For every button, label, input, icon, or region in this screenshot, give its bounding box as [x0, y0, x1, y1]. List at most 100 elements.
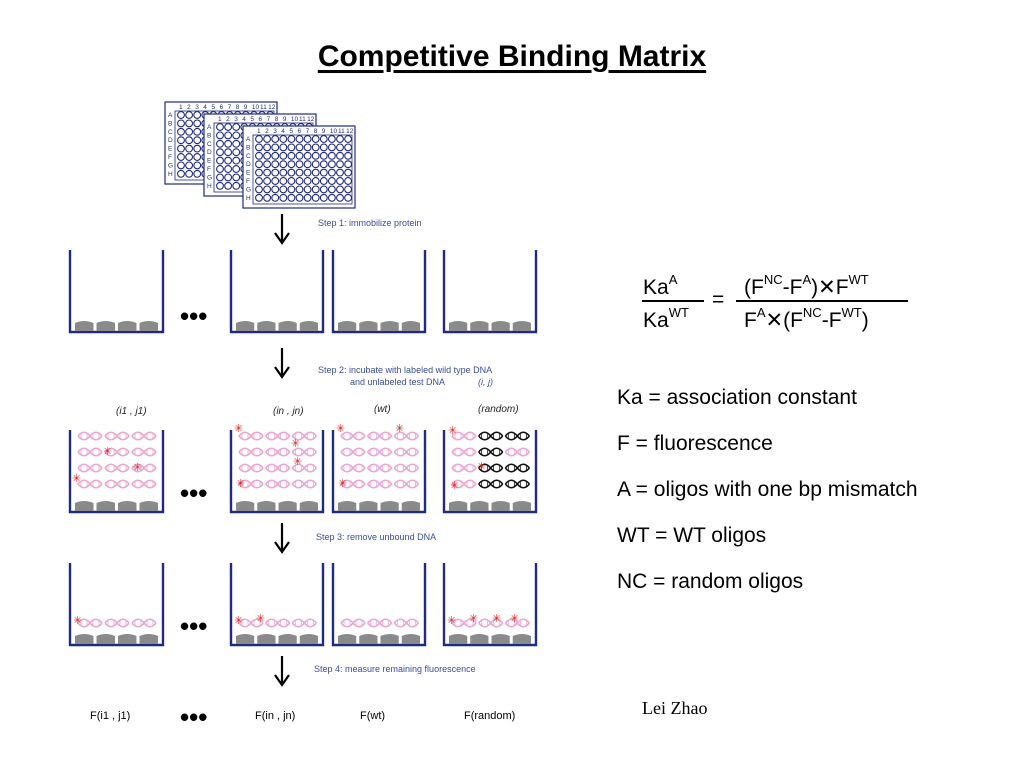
dna-helix: [477, 447, 504, 457]
plate-row-label: H: [207, 183, 212, 190]
fluorescent-label-star: ✳: [293, 455, 302, 468]
plate-well: [193, 127, 202, 136]
plate-well: [344, 177, 353, 185]
plate-well: [263, 193, 272, 202]
well-row2-col3: ✳✳✳: [331, 422, 427, 514]
fluorescent-label-star: ✳: [492, 612, 501, 625]
plate-well: [224, 173, 233, 182]
plate-well: [185, 127, 194, 136]
definition-nc: NC = random oligos: [617, 570, 804, 593]
ka-ratio-formula: KaA KaWT = (FNC-FA)✕FWT FA✕(FNC-FWT): [638, 268, 938, 348]
plate-well: [327, 160, 336, 169]
ellipsis-row-3: •••: [180, 611, 207, 641]
plate-column-label: 9: [283, 116, 287, 123]
plate-well: [344, 193, 353, 202]
plate-column-label: 4: [203, 104, 207, 111]
ellipsis-row-4: •••: [180, 702, 207, 732]
plate-column-label: 9: [322, 128, 326, 135]
plate-well: [319, 151, 328, 160]
plate-well: [319, 143, 328, 152]
plate-well: [319, 135, 328, 143]
plate-well: [327, 151, 336, 160]
plate-well: [177, 127, 185, 136]
dna-helix: [504, 479, 531, 489]
dna-helix: [366, 479, 393, 489]
protein-block: [278, 321, 297, 331]
plate-well: [193, 161, 202, 170]
protein-block: [338, 634, 357, 644]
dna-helix: [77, 479, 103, 489]
step-4-label: Step 4: measure remaining fluorescence: [314, 664, 476, 674]
dna-helix: [131, 447, 157, 457]
step-2-label-ij: (i, j): [478, 377, 493, 387]
plate-well: [271, 168, 280, 177]
well-row2-col2: ✳✳✳✳: [229, 422, 325, 514]
plate-well: [185, 119, 194, 128]
dna-helix: [340, 463, 366, 473]
plate-well: [311, 160, 320, 169]
plate-well: [336, 168, 344, 177]
dna-helix: [77, 447, 103, 457]
fluorescent-label-star: ✳: [72, 472, 81, 485]
protein-block: [118, 501, 137, 511]
plate-row-label: G: [168, 162, 173, 169]
fluorescent-label-star: ✳: [338, 477, 347, 490]
plate-well: [336, 151, 344, 160]
plate-well: [255, 151, 263, 160]
plate-column-label: 12: [307, 116, 315, 123]
plate-row-label: F: [168, 154, 172, 161]
fluorescence-label-wt: F(wt): [360, 710, 385, 722]
dna-helix: [238, 447, 264, 457]
plate-well: [232, 131, 241, 140]
plate-row-label: A: [207, 124, 212, 131]
plate-well: [224, 139, 233, 148]
protein-block: [96, 501, 115, 511]
plate-well: [224, 148, 233, 157]
well-row1-col1: [68, 250, 165, 334]
plate-column-label: 7: [228, 104, 232, 111]
plate-column-label: 8: [275, 116, 279, 123]
plate-well: [295, 151, 304, 160]
dna-helix: [340, 447, 366, 457]
plate-row-label: B: [168, 120, 172, 127]
plate-well: [232, 156, 241, 165]
column-label-i1j1: (i1 , j1): [116, 406, 147, 417]
plate-well: [271, 160, 280, 169]
plate-well: [271, 185, 280, 194]
plate-column-label: 10: [252, 104, 260, 111]
fluorescent-label-star: ✳: [291, 437, 300, 450]
plate-column-label: 2: [265, 128, 269, 135]
formula-lhs-fraction-bar: [642, 300, 704, 302]
plate-well: [327, 185, 336, 194]
dna-helix: [366, 618, 393, 628]
plate-well: [303, 151, 312, 160]
formula-lhs-denominator: KaWT: [643, 305, 689, 332]
protein-block: [380, 321, 399, 331]
plate-column-label: 2: [226, 116, 230, 123]
well-row1-col3: [331, 250, 427, 334]
protein-block: [470, 634, 489, 644]
protein-block: [401, 321, 420, 331]
plate-row-label: H: [168, 171, 173, 178]
dna-helix: [264, 447, 291, 457]
plate-well: [303, 143, 312, 152]
dna-helix: [104, 618, 130, 628]
plate-column-label: 11: [260, 104, 267, 111]
protein-block: [139, 634, 158, 644]
protein-block: [139, 501, 158, 511]
plate-column-label: 3: [273, 128, 277, 135]
plate-well: [193, 144, 202, 153]
dna-helix: [131, 618, 157, 628]
fluorescent-label-star: ✳: [236, 477, 245, 490]
plate-row-label: A: [168, 112, 173, 119]
protein-block: [470, 321, 489, 331]
dna-helix: [291, 618, 318, 628]
fluorescent-label-star: ✳: [448, 424, 457, 437]
plate-well: [336, 185, 344, 194]
well-rows: ✳✳✳✳✳✳✳✳✳✳✳✳✳✳✳✳✳✳✳✳: [68, 250, 538, 647]
plate-column-label: 1: [218, 116, 222, 123]
definition-ka: Ka = association constant: [617, 386, 857, 409]
dna-helix: [77, 463, 103, 473]
protein-block: [299, 634, 318, 644]
